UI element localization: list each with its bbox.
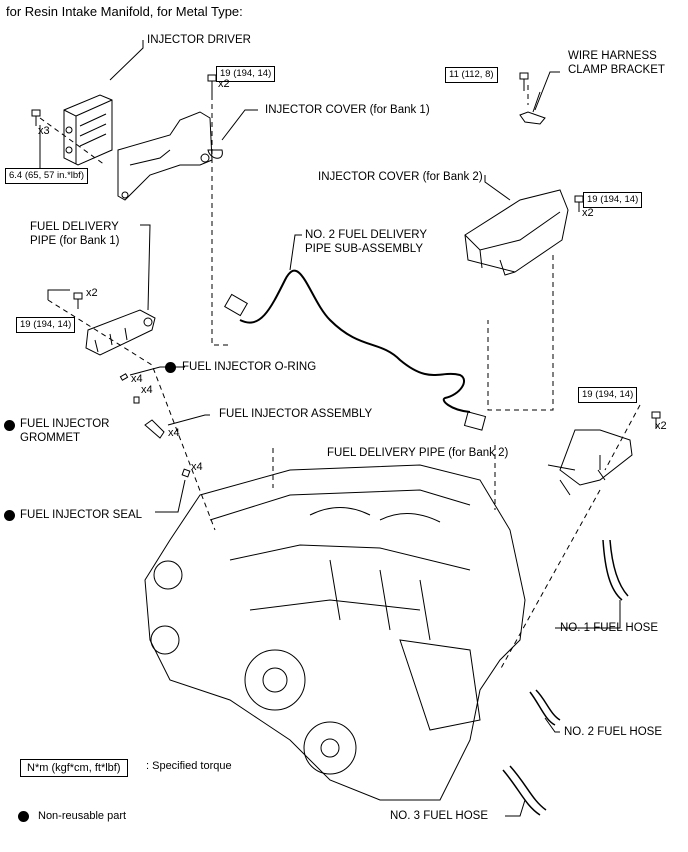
- no2-fuel-delivery-pipe-drawing: [239, 269, 471, 413]
- label-no2-fuel-delivery-line2: PIPE SUB-ASSEMBLY: [305, 243, 424, 255]
- injector-cover-bank2-drawing: [464, 189, 569, 276]
- label-fuel-delivery-pipe-b2: FUEL DELIVERY PIPE (for Bank 2): [327, 447, 509, 459]
- torque-box: 19 (194, 14): [216, 66, 276, 82]
- quantity-label: x2: [86, 287, 98, 299]
- bolt-drawings: [31, 72, 661, 428]
- quantity-label: x2: [655, 420, 667, 432]
- quantity-label: x4: [141, 384, 153, 396]
- nonreusable-marker-grommet: [4, 420, 15, 431]
- quantity-label: x4: [191, 461, 203, 473]
- label-no2-fuel-hose: NO. 2 FUEL HOSE: [564, 726, 662, 738]
- label-fuel-delivery-pipe-b1-line1: FUEL DELIVERY: [30, 221, 119, 233]
- quantity-label: x4: [131, 373, 143, 385]
- label-fuel-delivery-pipe-b1-line2: PIPE (for Bank 1): [30, 235, 120, 247]
- label-injector-driver: INJECTOR DRIVER: [147, 34, 251, 46]
- label-fuel-injector-seal: FUEL INJECTOR SEAL: [20, 509, 143, 521]
- nonreusable-marker-seal: [4, 510, 15, 521]
- torque-box: 19 (194, 14): [578, 387, 638, 403]
- leader-lines: [39, 40, 621, 817]
- label-fuel-injector-oring: FUEL INJECTOR O-RING: [182, 361, 317, 373]
- nonreusable-marker-oring: [165, 362, 176, 373]
- quantity-label: x2: [582, 207, 594, 219]
- label-injector-cover-bank2: INJECTOR COVER (for Bank 2): [318, 171, 483, 183]
- quantity-label: x3: [38, 125, 50, 137]
- diagram-header: for Resin Intake Manifold, for Metal Typ…: [6, 4, 243, 19]
- engine-drawing: [144, 464, 526, 801]
- clamp-bracket-drawing: [519, 91, 546, 125]
- legend-torque-text: : Specified torque: [146, 760, 232, 772]
- label-fuel-injector-grommet-line1: FUEL INJECTOR: [20, 418, 110, 430]
- fuel-delivery-pipe-bank1-drawing: [85, 309, 156, 356]
- fuel-hoses-drawing: [502, 539, 629, 816]
- label-no3-fuel-hose: NO. 3 FUEL HOSE: [390, 810, 488, 822]
- label-fuel-injector-grommet-line2: GROMMET: [20, 432, 81, 444]
- label-injector-cover-bank1: INJECTOR COVER (for Bank 1): [265, 104, 430, 116]
- fuel-delivery-pipe-bank2-drawing: [547, 429, 633, 496]
- quantity-label: x4: [168, 427, 180, 439]
- label-no2-fuel-delivery-line1: NO. 2 FUEL DELIVERY: [305, 229, 428, 241]
- injector-driver-drawing: [63, 94, 113, 166]
- injector-bracket-drawing: [117, 111, 213, 201]
- quantity-label: x2: [218, 78, 230, 90]
- torque-box: 19 (194, 14): [583, 192, 643, 208]
- label-fuel-injector-assembly: FUEL INJECTOR ASSEMBLY: [219, 408, 373, 420]
- label-wire-harness-line1: WIRE HARNESS: [568, 50, 657, 62]
- legend-nonreusable-text: Non-reusable part: [38, 810, 127, 822]
- legend-nonreusable-dot: [18, 811, 29, 822]
- legend-torque-box: N*m (kgf*cm, ft*lbf): [20, 759, 128, 777]
- torque-box: 19 (194, 14): [16, 317, 76, 333]
- torque-box: 11 (112, 8): [445, 67, 498, 83]
- injector-drawing: [144, 419, 165, 439]
- label-no1-fuel-hose: NO. 1 FUEL HOSE: [560, 622, 658, 634]
- torque-box: 6.4 (65, 57 in.*lbf): [5, 168, 88, 184]
- label-wire-harness-line2: CLAMP BRACKET: [568, 64, 665, 76]
